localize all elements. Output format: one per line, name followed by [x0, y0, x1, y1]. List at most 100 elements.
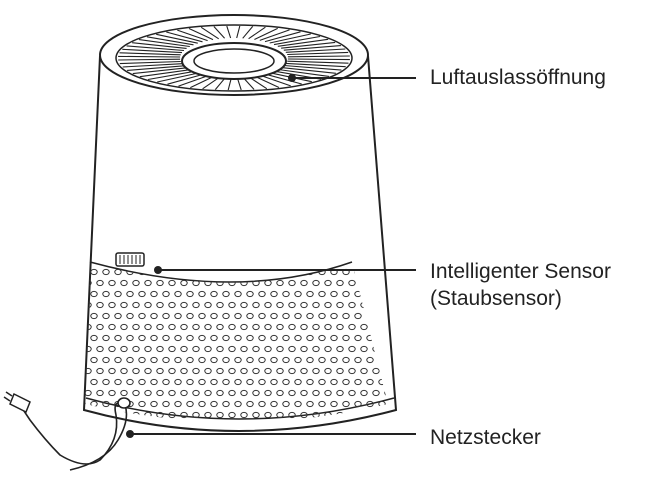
mesh-hole: [162, 334, 170, 342]
mesh-hole: [240, 323, 248, 331]
mesh-hole: [372, 367, 380, 375]
grille-vane: [269, 33, 311, 44]
mesh-hole: [379, 423, 385, 428]
mesh-hole: [96, 345, 104, 353]
mesh-hole: [192, 323, 200, 331]
mesh-hole: [138, 378, 146, 386]
mesh-hole: [168, 345, 176, 353]
grille-vane: [265, 73, 302, 85]
callout-sensor-line2: (Staubsensor): [430, 287, 562, 310]
mesh-hole: [114, 290, 122, 298]
mesh-hole: [156, 279, 164, 287]
mesh-hole: [252, 301, 260, 309]
mesh-hole: [85, 334, 86, 342]
mesh-hole: [127, 423, 133, 428]
mesh-hole: [114, 356, 122, 364]
mesh-hole: [355, 423, 361, 428]
mesh-hole: [114, 378, 122, 386]
mesh-hole: [90, 378, 98, 386]
mesh-hole: [222, 400, 230, 408]
mesh-hole: [258, 334, 266, 342]
mesh-hole: [156, 301, 164, 309]
mesh-hole: [96, 367, 104, 375]
grille-vane: [287, 60, 349, 64]
mesh-hole: [73, 346, 79, 351]
mesh-hole: [270, 400, 278, 408]
grille-vane: [281, 41, 336, 49]
mesh-hole: [102, 356, 110, 364]
mesh-hole: [85, 400, 86, 408]
grille-vane: [242, 26, 254, 39]
mesh-hole: [336, 279, 344, 287]
purifier-body: [82, 55, 398, 432]
mesh-hole: [144, 323, 152, 331]
mesh-hole: [204, 389, 212, 397]
mesh-hole: [258, 312, 266, 320]
mesh-hole: [324, 323, 332, 331]
mesh-hole: [186, 356, 194, 364]
mesh-hole: [342, 312, 350, 320]
mesh-hole: [132, 367, 140, 375]
mesh-hole: [73, 280, 79, 285]
mesh-hole: [204, 301, 212, 309]
mesh-hole: [397, 390, 403, 395]
mesh-hole: [348, 367, 356, 375]
grille-vane: [119, 52, 181, 56]
mesh-hole: [180, 345, 188, 353]
mesh-hole: [294, 290, 302, 298]
grille-vane: [287, 58, 350, 61]
mesh-hole: [324, 301, 332, 309]
mesh-hole: [174, 400, 182, 408]
mesh-hole: [204, 345, 212, 353]
mesh-hole: [318, 356, 326, 364]
mesh-hole: [276, 367, 284, 375]
mesh-hole: [391, 291, 397, 296]
grille-vane: [157, 72, 199, 83]
grille-vane: [281, 67, 336, 74]
mesh-hole: [252, 411, 260, 419]
mesh-hole: [138, 334, 146, 342]
mesh-hole: [282, 312, 290, 320]
mesh-hole: [168, 411, 176, 419]
mesh-hole: [174, 312, 182, 320]
grille-vane: [259, 29, 290, 41]
mesh-hole: [96, 323, 104, 331]
mesh-hole: [306, 400, 314, 408]
mesh-hole: [198, 400, 206, 408]
mesh-hole: [276, 323, 284, 331]
mesh-hole: [300, 345, 308, 353]
mesh-hole: [306, 312, 314, 320]
mesh-hole: [282, 400, 290, 408]
mesh-hole: [270, 356, 278, 364]
mesh-hole: [126, 356, 134, 364]
mesh-hole: [342, 290, 350, 298]
mesh-hole: [330, 400, 338, 408]
mesh-hole: [96, 279, 104, 287]
mesh-hole: [108, 323, 116, 331]
mesh-hole: [336, 367, 344, 375]
mesh-hole: [85, 312, 86, 320]
mesh-hole: [85, 290, 86, 298]
mesh-hole: [288, 389, 296, 397]
mesh-hole: [180, 389, 188, 397]
mesh-hole: [85, 345, 92, 353]
plug-icon: [3, 391, 31, 414]
grille-vane: [132, 42, 187, 49]
mesh-hole: [342, 356, 350, 364]
mesh-hole: [150, 378, 158, 386]
mesh-hole: [180, 367, 188, 375]
grille-vane: [236, 25, 241, 39]
mesh-hole: [270, 290, 278, 298]
grille-vane: [285, 62, 346, 68]
mesh-hole: [306, 378, 314, 386]
mesh-hole: [324, 367, 332, 375]
mesh-hole: [360, 367, 368, 375]
grille-vane: [277, 38, 329, 47]
mesh-hole: [102, 312, 110, 320]
mesh-hole: [210, 356, 218, 364]
mesh-hole: [132, 389, 140, 397]
mesh-hole: [132, 345, 140, 353]
mesh-hole: [120, 389, 128, 397]
mesh-hole: [222, 312, 230, 320]
mesh-hole: [252, 345, 260, 353]
